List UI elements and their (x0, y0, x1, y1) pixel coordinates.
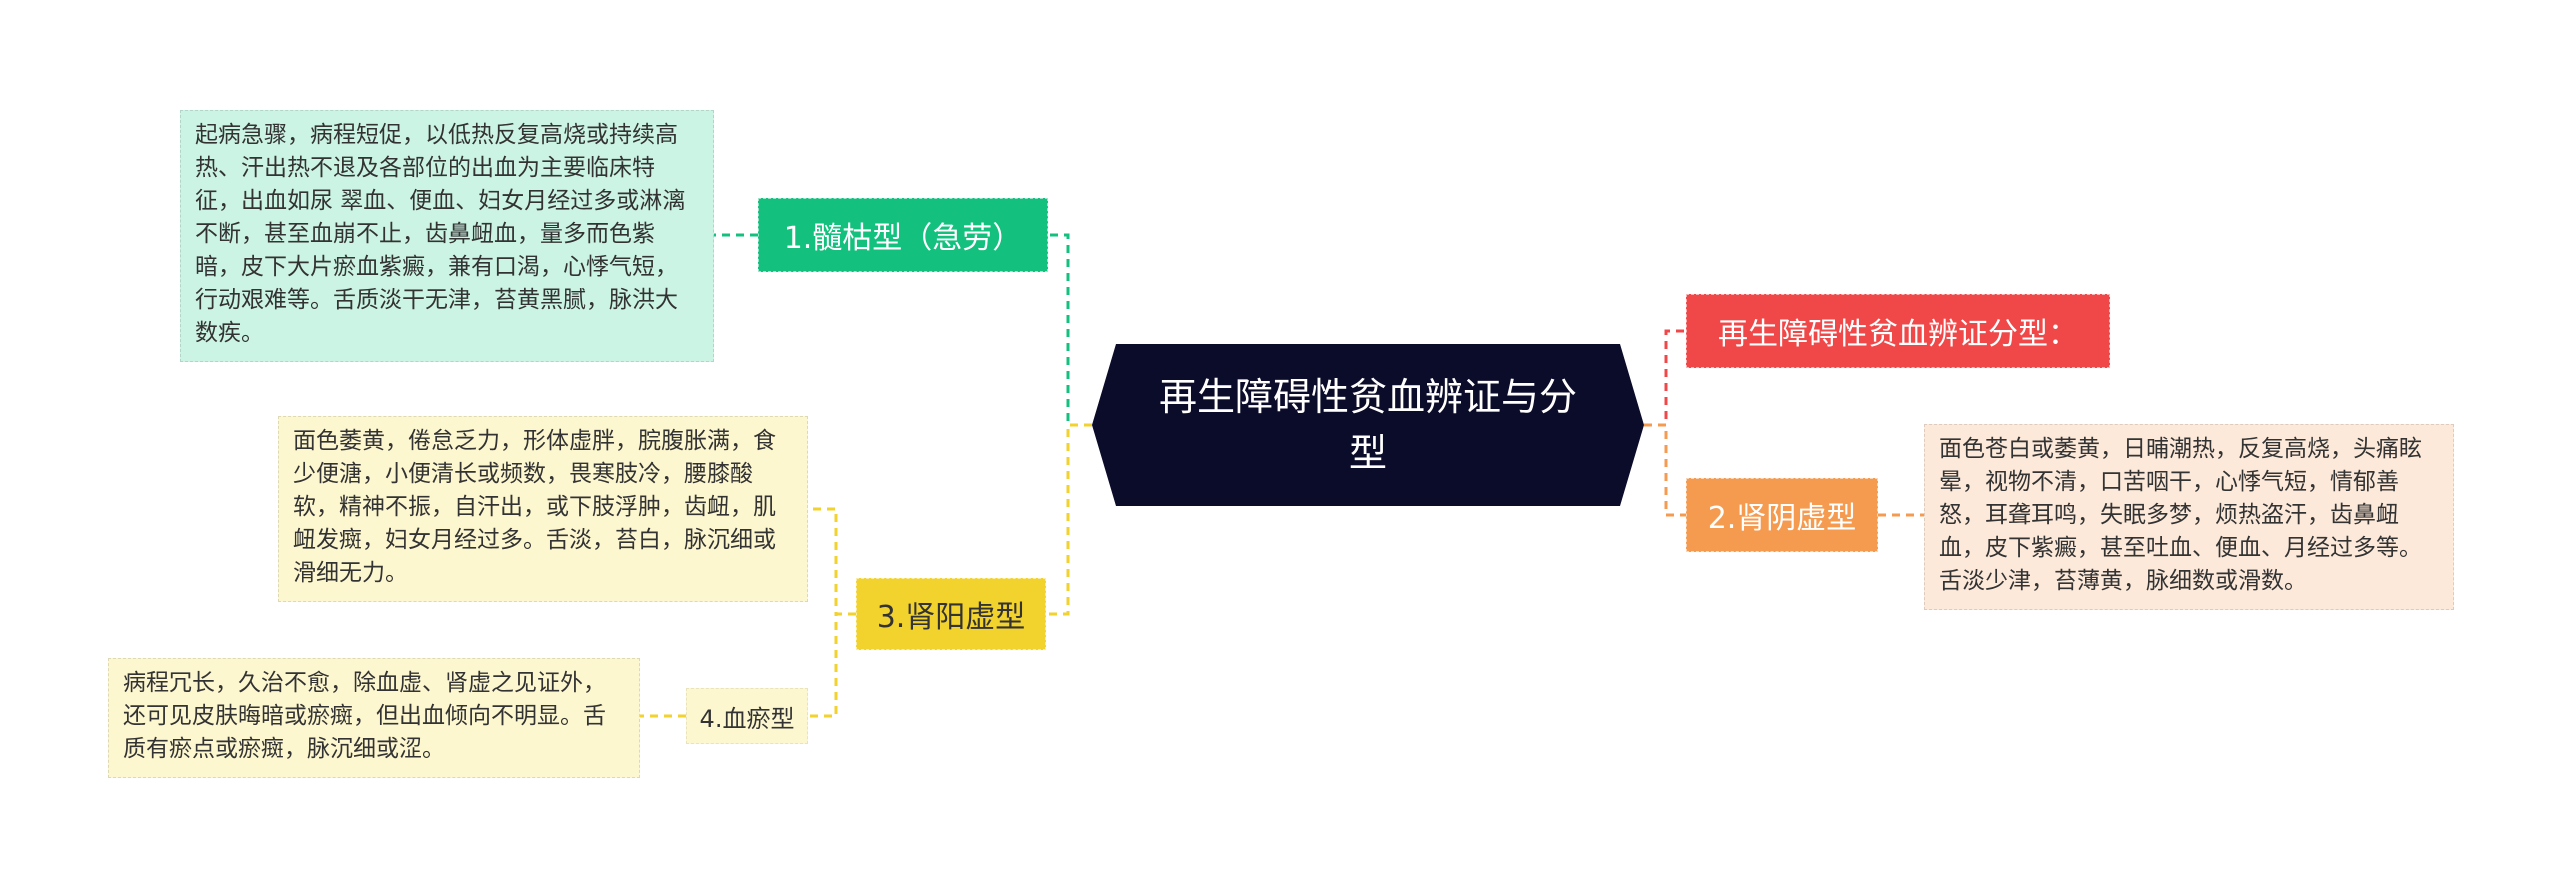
detail-shenyin-type[interactable]: 面色苍白或萎黄，日晡潮热，反复高烧，头痛眩晕，视物不清，口苦咽干，心悸气短，情郁… (1924, 424, 2454, 610)
detail-shenyang-text: 面色萎黄，倦怠乏力，形体虚胖，脘腹胀满，食少便溏，小便清长或频数，畏寒肢冷，腰膝… (293, 428, 776, 586)
branch-shenyin-label: 2.肾阴虚型 (1707, 501, 1857, 536)
branch-xueyu-type[interactable]: 4.血瘀型 (686, 688, 808, 744)
detail-shenyin-text: 面色苍白或萎黄，日晡潮热，反复高烧，头痛眩晕，视物不清，口苦咽干，心悸气短，情郁… (1939, 436, 2422, 594)
branch-heading-label: 再生障碍性贫血辨证分型： (1718, 317, 2078, 352)
branch-suiku-type[interactable]: 1.髓枯型（急劳） (758, 198, 1048, 272)
link-shenyang-detail (808, 507, 856, 616)
branch-shenyin-type[interactable]: 2.肾阴虚型 (1686, 478, 1878, 552)
branch-shenyang-label: 3.肾阳虚型 (876, 600, 1026, 635)
link-center-shenyin (1644, 423, 1686, 517)
branch-xueyu-label: 4.血瘀型 (699, 704, 795, 733)
detail-shenyang-type[interactable]: 面色萎黄，倦怠乏力，形体虚胖，脘腹胀满，食少便溏，小便清长或频数，畏寒肢冷，腰膝… (278, 416, 808, 602)
detail-suiku-type[interactable]: 起病急骤，病程短促，以低热反复高烧或持续高热、汗出热不退及各部位的出血为主要临床… (180, 110, 714, 362)
detail-xueyu-text: 病程冗长，久治不愈，除血虚、肾虚之见证外，还可见皮肤晦暗或瘀癍，但出血倾向不明显… (123, 670, 606, 762)
link-center-heading (1644, 329, 1686, 427)
link-center-shenyang (1046, 423, 1092, 616)
branch-suiku-label: 1.髓枯型（急劳） (783, 221, 1023, 256)
center-topic[interactable]: 再生障碍性贫血辨证与分型 (1092, 344, 1644, 506)
link-center-suiku (1048, 233, 1092, 427)
branch-heading[interactable]: 再生障碍性贫血辨证分型： (1686, 294, 2110, 368)
detail-xueyu-type[interactable]: 病程冗长，久治不愈，除血虚、肾虚之见证外，还可见皮肤晦暗或瘀癍，但出血倾向不明显… (108, 658, 640, 778)
center-topic-label: 再生障碍性贫血辨证与分型 (1158, 375, 1577, 475)
link-shenyang-xueyu (808, 612, 856, 718)
branch-shenyang-type[interactable]: 3.肾阳虚型 (856, 578, 1046, 650)
detail-suiku-text: 起病急骤，病程短促，以低热反复高烧或持续高热、汗出热不退及各部位的出血为主要临床… (195, 122, 686, 346)
